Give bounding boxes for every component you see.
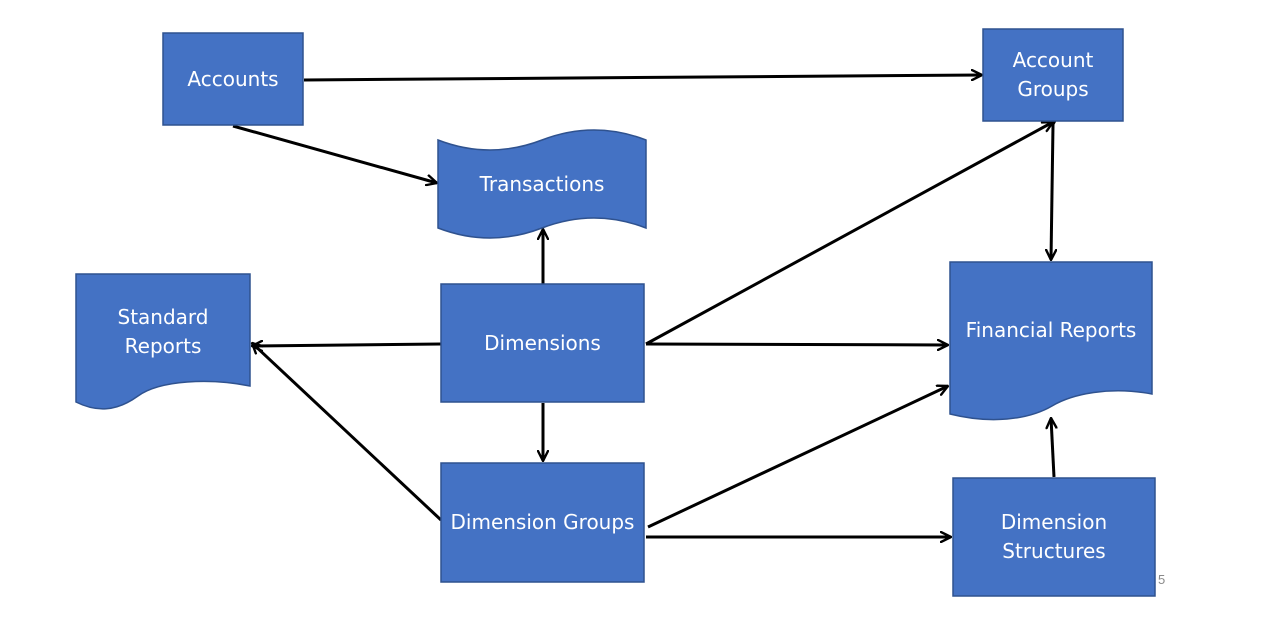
connector-dimensions-to-standard-reports [252,344,442,346]
node-financial-reports-shape [949,261,1153,421]
connector-dimension-structures-to-financial-reports [1051,418,1054,478]
connector-accounts-to-account-groups [303,75,982,82]
node-dimension-structures-shape [952,477,1156,597]
node-standard-reports-shape [75,273,251,410]
connector-dimension-groups-to-financial-reports [647,386,948,529]
connector-accounts-to-transactions [232,124,437,183]
page-number: 5 [1158,572,1166,587]
connector-dimensions-to-financial-reports [645,344,948,345]
connector-dimension-groups-to-standard-reports [252,343,443,522]
connector-account-groups-financial-reports [1051,125,1053,260]
nodes [75,28,1156,597]
node-accounts-shape [162,32,304,126]
node-dimension-groups-shape [440,462,645,583]
connectors [232,75,1054,537]
node-account-groups-shape [982,28,1124,122]
node-dimensions-shape [440,283,645,403]
node-transactions-shape [437,129,647,239]
connector-dimensions-to-account-groups [645,120,1053,346]
